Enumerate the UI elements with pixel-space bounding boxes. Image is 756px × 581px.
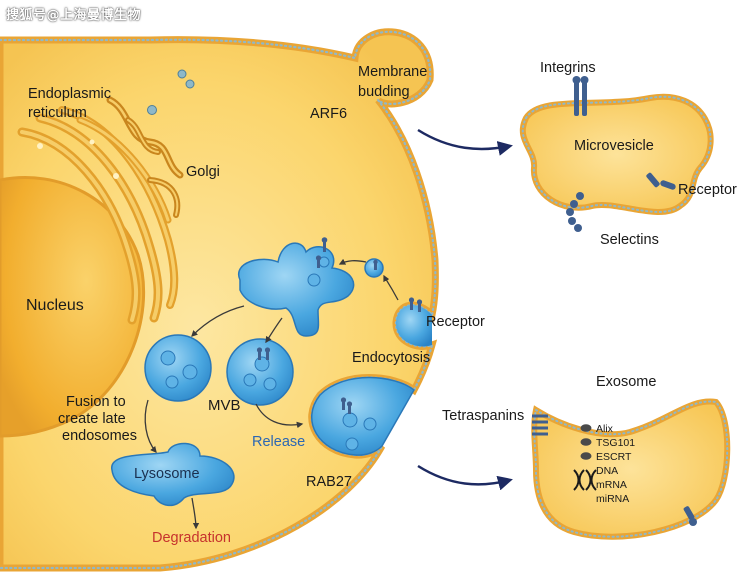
export-arrows bbox=[417, 128, 513, 491]
label-selectins: Selectins bbox=[600, 232, 659, 248]
label-integrins: Integrins bbox=[540, 60, 596, 76]
endoplasmic-reticulum bbox=[17, 106, 179, 325]
late-endosome bbox=[144, 334, 212, 402]
label-lysosome: Lysosome bbox=[134, 466, 200, 482]
multivesicular-body bbox=[226, 338, 294, 406]
exosome-cargo-item: mRNA bbox=[596, 479, 627, 491]
label-budding-2: budding bbox=[358, 84, 410, 100]
golgi-apparatus bbox=[106, 96, 184, 218]
label-arf6: ARF6 bbox=[310, 106, 347, 122]
exosome-cargo-item: ESCRT bbox=[596, 451, 632, 463]
integrin-protein bbox=[572, 76, 589, 116]
label-rab27: RAB27 bbox=[306, 474, 352, 490]
cell-pathway-arrows bbox=[144, 258, 399, 530]
selectin-protein bbox=[566, 192, 584, 232]
cell bbox=[0, 28, 439, 572]
label-fusion-3: endosomes bbox=[62, 428, 137, 444]
tetraspanin-protein bbox=[532, 414, 548, 436]
nucleus bbox=[0, 175, 146, 438]
labels: Endoplasmic reticulum Golgi Membrane bud… bbox=[26, 60, 737, 546]
label-mvb: MVB bbox=[208, 397, 241, 414]
label-nucleus: Nucleus bbox=[26, 297, 84, 314]
endosome-intraluminal-vesicles bbox=[307, 256, 330, 287]
exosome-cargo-item: Alix bbox=[596, 423, 614, 435]
exosome-cargo-item: miRNA bbox=[596, 493, 629, 505]
microvesicle-receptor-protein bbox=[646, 172, 676, 190]
exosome-cargo-item: TSG101 bbox=[596, 437, 635, 449]
mvb-fusing-membrane bbox=[310, 376, 415, 456]
label-er-2: reticulum bbox=[28, 105, 87, 121]
exosome bbox=[531, 398, 731, 540]
label-fusion-2: create late bbox=[58, 411, 126, 427]
lysosome bbox=[111, 442, 235, 507]
label-release: Release bbox=[252, 434, 305, 450]
label-endocytosis: Endocytosis bbox=[352, 350, 430, 366]
label-golgi: Golgi bbox=[186, 164, 220, 180]
label-er-1: Endoplasmic bbox=[28, 86, 111, 102]
label-microvesicle: Microvesicle bbox=[574, 138, 654, 154]
watermark: 搜狐号@上海曼博生物 bbox=[6, 8, 142, 23]
exosome-membrane-protein bbox=[683, 506, 697, 526]
small-vesicles bbox=[37, 69, 195, 179]
exosome-cargo-item: DNA bbox=[596, 465, 618, 477]
label-receptor: Receptor bbox=[426, 314, 485, 330]
exosome-cargo-icons bbox=[573, 424, 597, 491]
label-exosome: Exosome bbox=[596, 374, 656, 390]
label-degradation: Degradation bbox=[152, 530, 231, 546]
label-tetraspanins: Tetraspanins bbox=[442, 408, 524, 424]
label-fusion-1: Fusion to bbox=[66, 394, 126, 410]
microvesicle bbox=[519, 76, 714, 232]
receptor-proteins bbox=[256, 237, 423, 414]
endocytosis-pit bbox=[395, 305, 432, 347]
label-mv-receptor: Receptor bbox=[678, 182, 737, 198]
label-budding-1: Membrane bbox=[358, 64, 427, 80]
